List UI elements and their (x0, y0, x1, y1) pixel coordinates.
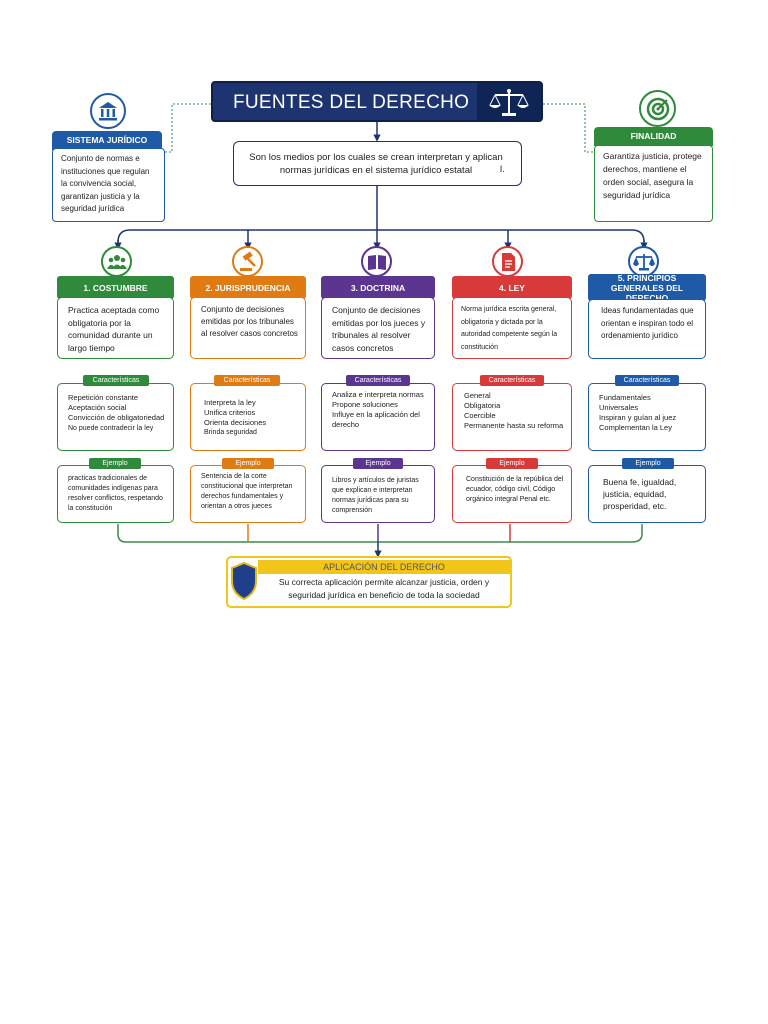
jurisprudencia-characteristics-box: Interpreta la ley Unifica criterios Orie… (190, 383, 306, 451)
characteristic-item: Analiza e interpreta normas (332, 390, 424, 399)
doctrina-title: 3. DOCTRINA (321, 276, 435, 299)
jurisprudencia-description-box: Conjunto de decisiones emitidas por los … (190, 297, 306, 359)
costumbre-description: Practica aceptada como obligatoria por l… (68, 305, 160, 353)
costumbre-example: practicas tradicionales de comunidades i… (68, 475, 163, 512)
doctrina-description: Conjunto de decisiones emitidas por los … (332, 305, 426, 353)
doctrina-characteristics-tag: Características (346, 375, 410, 386)
costumbre-example-box: practicas tradicionales de comunidades i… (57, 465, 174, 523)
sistema-juridico-text: Conjunto de normas e instituciones que r… (61, 154, 150, 213)
jurisprudencia-characteristics-tag: Características (214, 375, 280, 386)
doctrina-characteristics-box: Analiza e interpreta normas Propone solu… (321, 383, 435, 451)
ley-description: Norma jurídica escrita general, obligato… (461, 306, 558, 351)
document-icon (502, 253, 515, 271)
principios-description: Ideas fundamentadas que orientan e inspi… (601, 306, 694, 340)
ley-title: 4. LEY (452, 276, 572, 299)
characteristic-item: Orienta decisiones (204, 418, 267, 427)
doctrina-example-tag: Ejemplo (353, 458, 403, 469)
principios-example: Buena fe, igualdad, justicia, equidad, p… (603, 477, 677, 511)
finalidad-text: Garantiza justicia, protege derechos, ma… (603, 151, 702, 200)
principios-title: 5. PRINCIPIOS GENERALES DEL DERECHO (588, 273, 706, 303)
people-icon (107, 255, 127, 269)
principios-example-box: Buena fe, igualdad, justicia, equidad, p… (588, 465, 706, 523)
costumbre-title: 1. COSTUMBRE (57, 276, 174, 299)
target-icon (646, 97, 670, 121)
ley-example-box: Constitución de la república del ecuador… (452, 465, 572, 523)
characteristic-item: Interpreta la ley (204, 398, 256, 407)
application-text: Su correcta aplicación permite alcanzar … (278, 577, 490, 600)
jurisprudencia-example: Sentencia de la corte constitucional que… (201, 473, 293, 510)
characteristic-item: Permanente hasta su reforma (464, 421, 564, 430)
characteristic-item: No puede contradecir la ley (68, 425, 154, 432)
characteristic-item: Unifica criterios (204, 408, 256, 417)
ley-example-tag: Ejemplo (486, 458, 538, 469)
costumbre-example-tag: Ejemplo (89, 458, 141, 469)
characteristic-item: Complementan la Ley (599, 423, 672, 432)
ley-characteristics-tag: Características (480, 375, 544, 386)
gavel-icon (240, 251, 256, 271)
shield-icon (231, 561, 257, 601)
jurisprudencia-example-tag: Ejemplo (222, 458, 274, 469)
characteristic-item: Repetición constante (68, 393, 139, 402)
characteristic-item: Brinda seguridad (204, 429, 257, 436)
jurisprudencia-characteristics: Interpreta la ley Unifica criterios Orie… (204, 398, 302, 438)
scales-icon (633, 254, 655, 271)
ley-example: Constitución de la república del ecuador… (466, 476, 564, 503)
scales-icon (489, 89, 529, 116)
characteristic-item: Aceptación social (68, 403, 127, 412)
principios-characteristics: Fundamentales Universales Inspiran y guí… (599, 393, 703, 433)
sistema-juridico-box: Conjunto de normas e instituciones que r… (52, 148, 165, 222)
characteristic-item: Influye en la aplicación del derecho (332, 410, 420, 429)
principios-characteristics-tag: Características (615, 375, 679, 386)
application-title: APLICACIÓN DEL DERECHO (258, 560, 510, 574)
finalidad-box: Garantiza justicia, protege derechos, ma… (594, 145, 713, 222)
characteristic-item: Inspiran y guían al juez (599, 413, 677, 422)
costumbre-characteristics-tag: Características (83, 375, 149, 386)
doctrina-example-box: Libros y artículos de juristas que expli… (321, 465, 435, 523)
book-icon (368, 255, 386, 270)
ley-characteristics: General Obligatoria Coercible Permanente… (464, 391, 568, 431)
ley-characteristics-box: General Obligatoria Coercible Permanente… (452, 383, 572, 451)
doctrina-example: Libros y artículos de juristas que expli… (332, 477, 419, 514)
principios-characteristics-box: Fundamentales Universales Inspiran y guí… (588, 383, 706, 451)
principios-example-tag: Ejemplo (622, 458, 674, 469)
definition-box (233, 141, 522, 186)
characteristic-item: Fundamentales (599, 393, 651, 402)
jurisprudencia-title: 2. JURISPRUDENCIA (190, 276, 306, 299)
institution-icon (99, 102, 117, 121)
costumbre-description-box: Practica aceptada como obligatoria por l… (57, 297, 174, 359)
characteristic-item: Coercible (464, 411, 496, 420)
characteristic-item: General (464, 391, 491, 400)
costumbre-characteristics-box: Repetición constante Aceptación social C… (57, 383, 174, 451)
finalidad-title: FINALIDAD (594, 127, 713, 146)
jurisprudencia-example-box: Sentencia de la corte constitucional que… (190, 465, 306, 523)
target-icon-circle (639, 90, 676, 127)
characteristic-item: Convicción de obligatoriedad (68, 413, 165, 422)
characteristic-item: Universales (599, 403, 639, 412)
jurisprudencia-description: Conjunto de decisiones emitidas por los … (201, 305, 298, 338)
characteristic-item: Obligatoria (464, 401, 501, 410)
definition-mark: l. (500, 164, 505, 175)
definition-text: Son los medios por los cuales se crean i… (249, 152, 503, 176)
doctrina-description-box: Conjunto de decisiones emitidas por los … (321, 297, 435, 359)
ley-description-box: Norma jurídica escrita general, obligato… (452, 297, 572, 359)
characteristic-item: Propone soluciones (332, 400, 398, 409)
doctrina-characteristics: Analiza e interpreta normas Propone solu… (332, 390, 432, 430)
costumbre-characteristics: Repetición constante Aceptación social C… (68, 393, 170, 434)
principios-description-box: Ideas fundamentadas que orientan e inspi… (588, 299, 706, 359)
page-title: FUENTES DEL DERECHO (233, 92, 470, 113)
